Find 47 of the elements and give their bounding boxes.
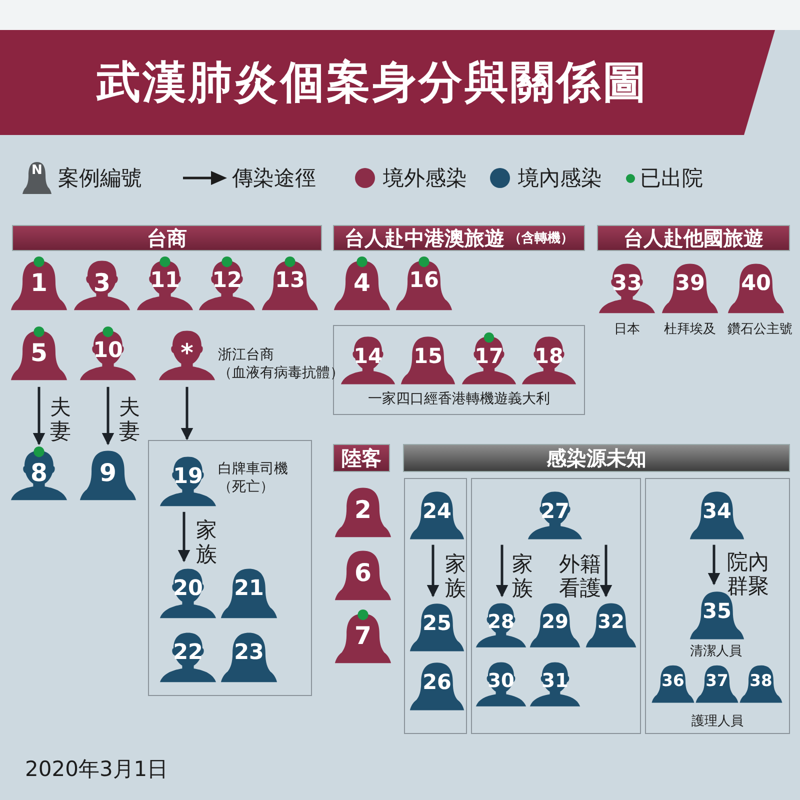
- group-frame: [148, 440, 312, 696]
- group-caption: 一家四口經香港轉機遊義大利: [367, 390, 551, 408]
- arrow: [426, 544, 440, 598]
- band-heading: 台人赴中港澳旅遊: [344, 224, 504, 252]
- arrow: [180, 386, 194, 440]
- arrow: [102, 386, 114, 446]
- band-heading: 台商: [147, 224, 187, 252]
- case-note: 日本: [613, 322, 641, 339]
- date-note: 2020年3月1日: [25, 756, 168, 783]
- case-note: 鑽石公主號: [726, 322, 794, 339]
- legend-label: 傳染途徑: [232, 165, 316, 192]
- arrow: [708, 544, 720, 586]
- arrow: [600, 544, 612, 598]
- band-heading: 台人赴他國旅遊: [624, 224, 764, 252]
- section-band: [333, 444, 390, 472]
- group-frame: [404, 478, 467, 734]
- group-note: 護理人員: [690, 713, 744, 730]
- legend-label: 境內感染: [518, 165, 602, 192]
- title-banner: 武漢肺炎個案身分與關係圖: [0, 30, 775, 135]
- section-band: [403, 444, 790, 472]
- group-frame: [471, 478, 641, 734]
- edge-label: 家族: [445, 552, 467, 600]
- legend-label: 案例編號: [58, 165, 142, 192]
- case-note: 浙江台商 （血液有病毒抗體）: [218, 346, 345, 382]
- edge-label: 夫妻: [119, 395, 141, 443]
- edge-label: 家族: [512, 552, 534, 600]
- arrow: [32, 386, 46, 446]
- case-note: 清潔人員: [689, 644, 743, 661]
- section-band: [12, 225, 322, 251]
- section-band: [333, 225, 585, 251]
- group-frame: [645, 478, 790, 734]
- edge-label: 外籍看護: [558, 552, 601, 600]
- legend-icon-letter: N: [30, 163, 44, 178]
- band-heading: 感染源未知: [546, 444, 646, 472]
- arrow: [496, 544, 508, 598]
- section-band: [597, 225, 790, 251]
- legend-label: 已出院: [640, 165, 703, 192]
- legend-label: 境外感染: [383, 165, 467, 192]
- edge-label: 夫妻: [50, 395, 72, 443]
- band-note: （含轉機）: [508, 230, 574, 247]
- edge-label: 院內群聚: [727, 550, 770, 598]
- group-frame: [333, 325, 585, 415]
- case-note: 杜拜埃及: [663, 322, 717, 339]
- arrow: [178, 512, 190, 562]
- case-note: 白牌車司機 （死亡）: [218, 460, 289, 496]
- band-heading: 陸客: [342, 444, 382, 472]
- edge-label: 家族: [196, 518, 218, 566]
